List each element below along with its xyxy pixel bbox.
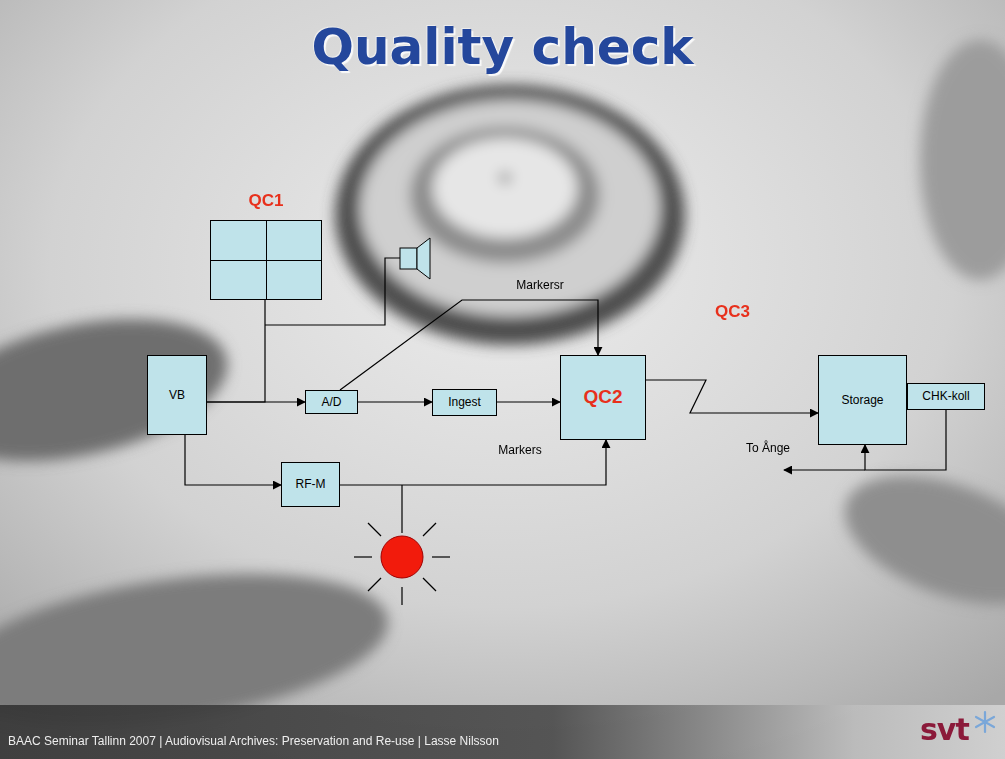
- signal-connector: [207, 300, 265, 402]
- node-label: RF-M: [296, 477, 326, 491]
- alarm-ray: [432, 556, 450, 557]
- reel-hub-center: [433, 138, 577, 238]
- node-label: Ingest: [448, 395, 481, 409]
- signal-connector: [185, 435, 281, 485]
- edge-label: Markers: [498, 443, 541, 457]
- reel-spindle: [499, 173, 511, 183]
- alarm-wire: [401, 485, 402, 533]
- storage-box: Storage: [818, 355, 907, 445]
- edge-label: Markersr: [516, 278, 563, 292]
- node-label: CHK-koll: [922, 389, 969, 403]
- destination-label: To Ånge: [746, 441, 790, 455]
- grid-line: [211, 260, 321, 261]
- reel-hub-inner: [410, 127, 600, 263]
- footer-band: [0, 705, 1005, 759]
- node-label: Storage: [841, 393, 883, 407]
- reel-spoke: [828, 451, 1005, 630]
- process-box: Ingest: [432, 389, 497, 416]
- reel-blur: [0, 40, 1005, 750]
- alarm-ray: [368, 523, 381, 536]
- logo-star: [976, 712, 994, 732]
- alarm-ray: [354, 556, 372, 557]
- logo-star-ray: [976, 717, 994, 727]
- callout-label: QC3: [715, 302, 750, 322]
- node-label: A/D: [321, 395, 341, 409]
- reel-spoke: [0, 295, 240, 485]
- export-arrow: [784, 469, 865, 470]
- signal-connector: [646, 380, 818, 413]
- footer-text: BAAC Seminar Tallinn 2007 | Audiovisual …: [8, 734, 499, 748]
- reel-spoke: [920, 40, 1005, 280]
- process-box: A/D: [305, 390, 358, 414]
- signal-connector: [497, 401, 560, 402]
- alarm-rays: [354, 523, 450, 605]
- alarm-ray: [423, 523, 436, 536]
- speaker-symbol: [400, 248, 417, 269]
- alarm-ray: [368, 578, 381, 591]
- process-box: CHK-koll: [907, 383, 985, 410]
- alarm-ray: [423, 578, 436, 591]
- process-box: RF-M: [281, 462, 340, 507]
- node-label: VB: [169, 388, 185, 402]
- signal-connector: [340, 440, 606, 485]
- reel-hub: [360, 100, 660, 316]
- node-label: QC2: [583, 386, 622, 409]
- reel-hub-rim: [335, 85, 685, 345]
- logo-star-ray: [976, 717, 994, 727]
- signal-connector: [358, 401, 432, 402]
- slide-title: Quality check: [0, 18, 1005, 76]
- monitor-grid: QC1: [210, 220, 322, 300]
- alarm-ray: [401, 587, 402, 605]
- logo-text: svt: [920, 712, 969, 747]
- alarm-lamp: [381, 536, 423, 578]
- process-box: VB: [147, 355, 207, 435]
- speaker-cone: [417, 238, 430, 279]
- node-heading: QC1: [191, 191, 341, 211]
- checkpoint-box: QC2: [560, 355, 646, 440]
